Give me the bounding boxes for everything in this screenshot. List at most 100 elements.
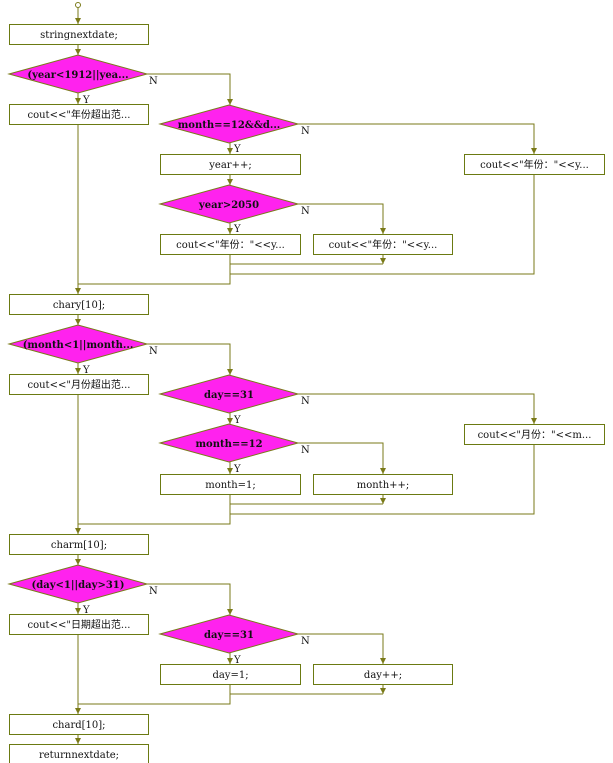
arrow-head-icon [380,228,386,234]
flow-edge-4 [147,73,231,105]
arrow-head-icon [75,608,81,614]
flow-edge-17 [147,343,231,375]
process-box-shape [9,294,149,315]
arrow-head-icon [227,179,233,185]
flow-edge-21 [298,442,384,474]
process-box-b4[interactable]: cout<<"年份："<<y... [160,234,301,255]
process-box-shape [9,104,149,125]
process-box-b12[interactable]: charm[10]; [9,534,149,555]
process-box-label: year++; [208,160,251,171]
arrow-head-icon [227,418,233,424]
branch-no-label: N [149,346,158,357]
start-terminal [75,2,81,8]
process-box-b11[interactable]: month++; [313,474,453,495]
flow-edge-32 [229,684,383,695]
arrow-head-icon [75,98,81,104]
decision-diamond-shape [158,104,300,144]
decision-diamond-shape [158,184,300,224]
process-box-b5[interactable]: cout<<"年份："<<y... [313,234,453,255]
flow-edge-31 [298,633,384,664]
process-box-label: cout<<"年份："<<y... [480,158,589,171]
arrow-head-icon [75,738,81,744]
decision-d8[interactable]: day==31 [158,614,300,654]
process-box-b9[interactable]: cout<<"月份："<<m... [464,424,605,445]
arrow-head-icon [75,708,81,714]
decision-d1[interactable]: (year<1912||yea... [7,54,149,94]
branch-no-label: N [301,636,310,647]
process-box-b16[interactable]: chard[10]; [9,714,149,735]
process-box-shape [464,154,605,175]
branch-yes-label: Y [233,224,241,235]
process-box-label: cout<<"年份超出范... [28,108,131,121]
process-box-label: cout<<"日期超出范... [28,618,131,631]
decision-d2[interactable]: month==12&&d... [158,104,300,144]
branch-yes-label: Y [233,655,241,666]
process-box-b15[interactable]: day++; [313,664,453,685]
flow-edge-13 [78,264,231,285]
decision-label: (day<1||day>31) [32,580,125,591]
branch-no-label: N [149,76,158,87]
arrow-head-icon [380,258,386,264]
branch-yes-label: Y [233,415,241,426]
arrow-head-icon [75,559,81,565]
process-box-label: month=1; [205,480,256,491]
process-box-b2[interactable]: cout<<"年份超出范... [9,104,149,125]
process-box-shape [9,534,149,555]
decision-d5[interactable]: day==31 [158,374,300,414]
decision-d6[interactable]: month==12 [158,423,300,463]
process-box-shape [9,714,149,735]
decision-label: month==12&&d... [178,120,281,131]
branch-no-label: N [301,126,310,137]
process-box-b17[interactable]: returnnextdate; [9,744,149,763]
process-box-shape [160,234,301,255]
process-box-b8[interactable]: cout<<"月份超出范... [9,374,149,395]
decision-label: year>2050 [198,200,259,211]
process-box-shape [313,234,453,255]
arrow-head-icon [75,319,81,325]
process-box-shape [9,374,149,395]
decision-diamond-shape [158,614,300,654]
decision-label: day==31 [204,390,254,401]
decision-diamond-shape [7,54,149,94]
decision-label: day==31 [204,630,254,641]
arrow-head-icon [75,288,81,294]
decision-diamond-shape [7,564,149,604]
process-box-label: day++; [364,670,402,681]
process-box-b6[interactable]: cout<<"年份："<<y... [464,154,605,175]
flowchart-nodes: stringnextdate; cout<<"年份超出范... year++; cou… [7,2,605,763]
flow-edge-24 [230,444,535,515]
arrow-head-icon [227,228,233,234]
process-box-label: charm[10]; [51,540,107,551]
decision-d7[interactable]: (day<1||day>31) [7,564,149,604]
process-box-b7[interactable]: chary[10]; [9,294,149,315]
process-box-b14[interactable]: day=1; [160,664,301,685]
arrow-head-icon [227,99,233,105]
process-box-shape [313,664,453,685]
branch-no-label: N [301,396,310,407]
flow-edge-19 [298,393,535,424]
decision-label: (year<1912||yea... [27,70,128,81]
process-box-label: day=1; [212,670,248,681]
decision-diamond-shape [158,374,300,414]
arrow-head-icon [227,468,233,474]
flow-edge-25 [78,504,231,525]
decision-label: month==12 [195,439,262,450]
process-box-label: cout<<"月份超出范... [28,378,131,391]
branch-yes-label: Y [233,464,241,475]
decision-d4[interactable]: (month<1||month... [7,324,149,364]
branch-no-label: N [301,445,310,456]
process-box-b10[interactable]: month=1; [160,474,301,495]
decision-diamond-shape [158,423,300,463]
process-box-label: cout<<"月份："<<m... [478,429,592,441]
process-box-label: chary[10]; [53,300,105,311]
branch-no-label: N [149,586,158,597]
flowchart-edges [75,8,537,744]
decision-label: (month<1||month... [23,340,134,351]
decision-d3[interactable]: year>2050 [158,184,300,224]
process-box-b3[interactable]: year++; [160,154,301,175]
process-box-shape [9,744,149,763]
process-box-b13[interactable]: cout<<"日期超出范... [9,614,149,635]
flow-edge-12 [230,174,535,275]
process-box-b1[interactable]: stringnextdate; [9,24,149,45]
